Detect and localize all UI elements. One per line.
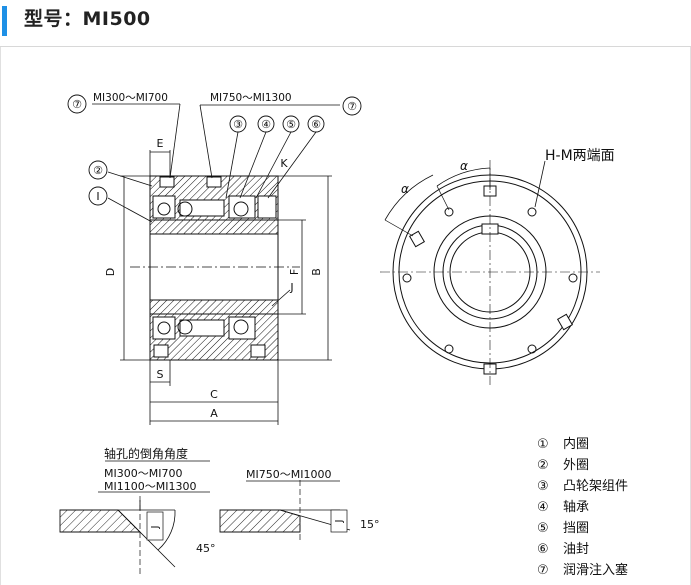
dim-K: K [280, 157, 288, 170]
chamfer-range-right: MI750～MI1000 [246, 468, 331, 481]
callout-5-text: ⑤ [286, 118, 296, 131]
model-range-right: MI750～MI1300 [210, 92, 292, 104]
dim-B: B [310, 268, 323, 276]
callout-4-text: ④ [261, 118, 271, 131]
callout-6 [307, 115, 325, 133]
end-face-view [380, 160, 600, 385]
chamfer-j-right: J [334, 520, 345, 524]
callout-4 [257, 115, 275, 133]
dim-C: C [210, 388, 218, 401]
bearing-right-top [228, 195, 256, 219]
dimension-lines [92, 103, 340, 425]
callout-1-text: Ⅰ [96, 190, 99, 203]
header-divider [0, 46, 691, 47]
inner-ring-top [149, 219, 279, 235]
callout-7-left-text: ⑦ [72, 98, 82, 111]
chamfer-heading: 轴孔的倒角角度 [104, 446, 188, 461]
page-title: 型号：MI500 [24, 8, 151, 30]
seal-top [257, 195, 277, 219]
bearing-left-top [152, 195, 176, 219]
page-header: 型号：MI500 [0, 0, 691, 47]
end-face-label: H-M两端面 [545, 148, 615, 164]
chamfer-range-2: MI1100～MI1300 [104, 480, 196, 493]
chamfer-j-left: J [150, 526, 161, 530]
accent-bar [2, 6, 7, 36]
callout-2 [88, 160, 108, 180]
chamfer-range-1: MI300～MI700 [104, 467, 182, 480]
alpha-label-1: α [460, 159, 468, 173]
callout-3 [229, 115, 247, 133]
cross-section-view [130, 175, 300, 361]
callout-1 [88, 186, 108, 206]
model-range-left: MI300～MI700 [93, 92, 168, 104]
dim-D: D [104, 268, 117, 276]
callout-2-text: ② [93, 164, 103, 177]
alpha-label-2: α [401, 182, 409, 196]
bearing-left-bottom [152, 316, 176, 340]
dim-A: A [210, 407, 218, 420]
dim-E: E [157, 137, 164, 150]
dim-S: S [157, 368, 164, 381]
callout-5 [282, 115, 300, 133]
chamfer-angle-right: 15° [360, 518, 380, 531]
chamfer-detail [59, 460, 351, 575]
callout-3-text: ③ [233, 118, 243, 131]
chamfer-angle-left: 45° [196, 542, 216, 555]
callout-7-right [342, 96, 362, 116]
dim-J: J [289, 281, 293, 294]
inner-ring-bottom [149, 299, 279, 315]
callout-7-left [67, 94, 87, 114]
callout-6-text: ⑥ [311, 118, 321, 131]
callout-7-right-text: ⑦ [347, 100, 357, 113]
dim-F: F [288, 269, 301, 275]
